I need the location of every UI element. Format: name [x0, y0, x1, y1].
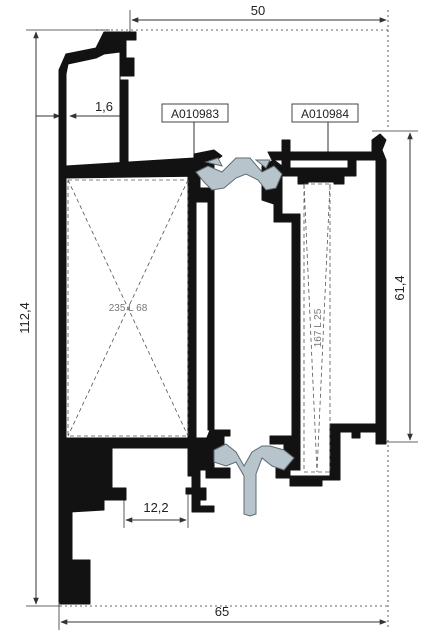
- dim-glazing-height: 61,4: [392, 275, 407, 300]
- profile-bead-top: [267, 133, 387, 161]
- profile-bead-inner-top: [281, 159, 357, 177]
- profile-bead-inner-wall: [291, 213, 301, 471]
- left-gasket-label: A010983: [171, 107, 219, 121]
- profile-chamber-right-wall: [187, 175, 215, 441]
- infill-left: [67, 179, 189, 437]
- profile-lower-slot: [65, 443, 125, 513]
- profile-bottom-foot: [59, 559, 91, 605]
- right-gasket-label-box: [291, 103, 359, 123]
- left-infill-label: 235 L 68: [109, 303, 148, 314]
- profile-bead-outer-wall: [289, 159, 387, 487]
- dim-total-height: 112,4: [17, 302, 32, 334]
- gasket-upper: [195, 157, 283, 191]
- right-gasket-label: A010984: [301, 107, 349, 121]
- aluminium-profile: [58, 31, 387, 605]
- right-infill-label: 167 L 25: [313, 308, 324, 347]
- infill-right: [303, 183, 331, 473]
- gaskets: [195, 157, 295, 517]
- gasket-lower: [213, 443, 295, 517]
- dim-bottom-width: 65: [215, 604, 229, 619]
- dimension-lines: [26, 10, 418, 630]
- dim-wall-thickness: 1,6: [95, 99, 113, 114]
- left-gasket-label-box: [161, 103, 229, 123]
- dim-slot-width: 12,2: [143, 500, 168, 515]
- dim-top-width: 50: [251, 3, 265, 18]
